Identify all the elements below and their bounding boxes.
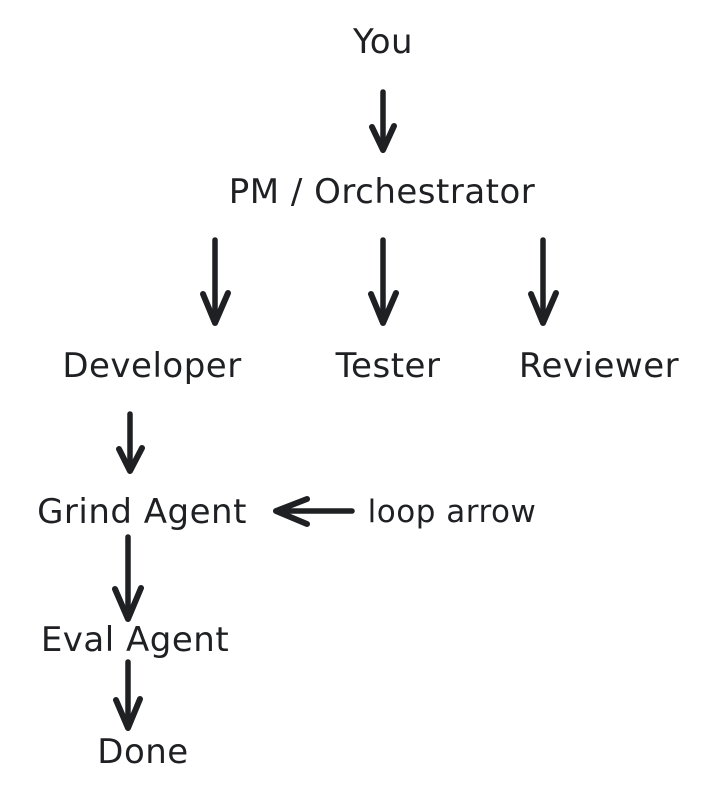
edge-eval-to-done (113, 659, 143, 731)
node-developer: Developer (62, 346, 242, 386)
edge-pm-to-tester (368, 237, 399, 326)
node-tester: Tester (335, 346, 441, 386)
edge-grind-to-eval (112, 534, 144, 622)
node-done: Done (97, 732, 189, 772)
edge-loop-to-grind (273, 496, 355, 527)
edge-pm-to-reviewer (528, 237, 559, 326)
node-grind-agent: Grind Agent (37, 492, 247, 532)
edge-pm-to-developer (200, 237, 231, 326)
annotation-loop-arrow: loop arrow (367, 494, 537, 530)
node-reviewer: Reviewer (518, 346, 680, 386)
node-pm: PM / Orchestrator (228, 172, 536, 212)
edge-developer-to-grind (116, 411, 145, 474)
node-eval-agent: Eval Agent (40, 620, 230, 660)
edge-you-to-pm (369, 89, 397, 153)
node-you: You (352, 22, 414, 62)
